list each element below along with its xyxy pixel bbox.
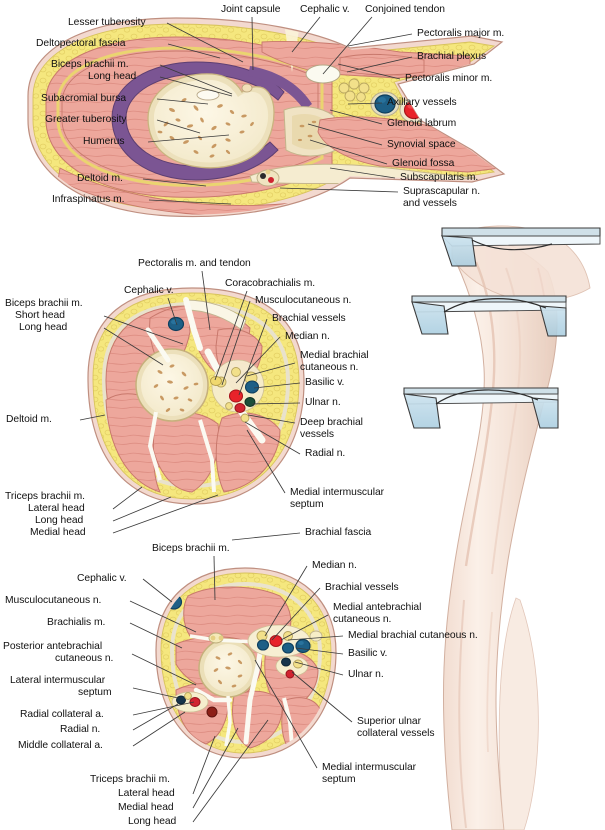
label-radial-n: Radial n.: [305, 448, 346, 459]
label-septum: septum: [290, 499, 324, 510]
label-long-head: Long head: [19, 322, 68, 333]
proximal-cross-section: [27, 17, 506, 218]
label-and-vessels: and vessels: [403, 198, 457, 209]
label-radial-n: Radial n.: [60, 724, 101, 735]
label-musculocutaneous-n: Musculocutaneous n.: [5, 595, 102, 606]
label-short-head: Short head: [15, 310, 65, 321]
leader-lines: [79, 16, 413, 823]
label-biceps-brachii-m: Biceps brachii m.: [51, 59, 129, 70]
label-brachial-fascia: Brachial fascia: [305, 527, 372, 538]
label-cutaneous-n: cutaneous n.: [300, 362, 359, 373]
label-subacromial-bursa: Subacromial bursa: [41, 93, 126, 104]
arm-diagram: [403, 225, 601, 830]
label-brachial-vessels: Brachial vessels: [325, 582, 399, 593]
label-triceps-brachii-m: Triceps brachii m.: [90, 774, 170, 785]
label-pectoralis-minor-m: Pectoralis minor m.: [405, 73, 493, 84]
label-brachialis-m: Brachialis m.: [47, 617, 106, 628]
section-plane-distal: [403, 387, 559, 429]
label-joint-capsule: Joint capsule: [221, 4, 281, 15]
label-long-head: Long head: [128, 816, 177, 827]
label-radial-collateral-a: Radial collateral a.: [20, 709, 104, 720]
label-infraspinatus-m: Infraspinatus m.: [52, 194, 125, 205]
label-basilic-v: Basilic v.: [305, 377, 345, 388]
label-suprascapular-n: Suprascapular n.: [403, 186, 481, 197]
label-ulnar-n: Ulnar n.: [348, 669, 384, 680]
label-cutaneous-n: cutaneous n.: [333, 614, 392, 625]
label-coracobrachialis-m: Coracobrachialis m.: [225, 278, 316, 289]
label-ulnar-n: Ulnar n.: [305, 397, 341, 408]
label-median-n: Median n.: [285, 331, 330, 342]
label-long-head: Long head: [35, 515, 84, 526]
label-medial-antebrachial: Medial antebrachial: [333, 602, 422, 613]
label-biceps-brachii-m: Biceps brachii m.: [152, 543, 230, 554]
label-conjoined-tendon: Conjoined tendon: [365, 4, 445, 15]
label-deltopectoral-fascia: Deltopectoral fascia: [36, 38, 126, 49]
label-lateral-head: Lateral head: [118, 788, 175, 799]
label-collateral-vessels: collateral vessels: [357, 728, 435, 739]
label-medial-brachial: Medial brachial: [300, 350, 369, 361]
label-glenoid-fossa: Glenoid fossa: [392, 158, 455, 169]
label-lateral-head: Lateral head: [28, 503, 85, 514]
label-deltoid-m: Deltoid m.: [77, 173, 123, 184]
label-cephalic-v: Cephalic v.: [77, 573, 127, 584]
section-plane-proximal: [440, 227, 601, 267]
label-musculocutaneous-n: Musculocutaneous n.: [255, 295, 352, 306]
label-synovial-space: Synovial space: [387, 139, 456, 150]
label-humerus: Humerus: [83, 136, 125, 147]
label-medial-head: Medial head: [118, 802, 174, 813]
label-deltoid-m: Deltoid m.: [6, 414, 52, 425]
label-median-n: Median n.: [312, 560, 357, 571]
label-biceps-brachii-m: Biceps brachii m.: [5, 298, 83, 309]
label-triceps-brachii-m: Triceps brachii m.: [5, 491, 85, 502]
label-pectoralis-major-m: Pectoralis major m.: [417, 28, 505, 39]
label-greater-tuberosity: Greater tuberosity: [45, 114, 127, 125]
label-medial-intermuscular: Medial intermuscular: [322, 762, 416, 773]
label-brachial-plexus: Brachial plexus: [417, 51, 487, 62]
label-subscapularis-m: Subscapularis m.: [400, 172, 479, 183]
label-basilic-v: Basilic v.: [348, 648, 388, 659]
label-medial-head: Medial head: [30, 527, 86, 538]
label-cutaneous-n: cutaneous n.: [55, 653, 114, 664]
label-pectoralis-m-and-tendon: Pectoralis m. and tendon: [138, 258, 251, 269]
distal-cross-section: [155, 567, 337, 759]
label-septum: septum: [322, 774, 356, 785]
label-medial-intermuscular: Medial intermuscular: [290, 487, 384, 498]
label-long-head: Long head: [88, 71, 137, 82]
label-axillary-vessels: Axillary vessels: [387, 97, 457, 108]
label-glenoid-labrum: Glenoid labrum: [387, 118, 457, 129]
label-lateral-intermuscular: Lateral intermuscular: [10, 675, 106, 686]
label-superior-ulnar: Superior ulnar: [357, 716, 421, 727]
label-lesser-tuberosity: Lesser tuberosity: [68, 17, 146, 28]
label-middle-collateral-a: Middle collateral a.: [18, 740, 103, 751]
label-vessels: vessels: [300, 429, 334, 440]
label-septum: septum: [78, 687, 112, 698]
section-plane-mid: [411, 295, 567, 337]
label-brachial-vessels: Brachial vessels: [272, 313, 346, 324]
label-posterior-antebrachial: Posterior antebrachial: [3, 641, 103, 652]
label-cephalic-v: Cephalic v.: [300, 4, 350, 15]
label-cephalic-v: Cephalic v.: [124, 285, 174, 296]
label-medial-brachial-cutaneous-n: Medial brachial cutaneous n.: [348, 630, 478, 641]
label-deep-brachial: Deep brachial: [300, 417, 363, 428]
